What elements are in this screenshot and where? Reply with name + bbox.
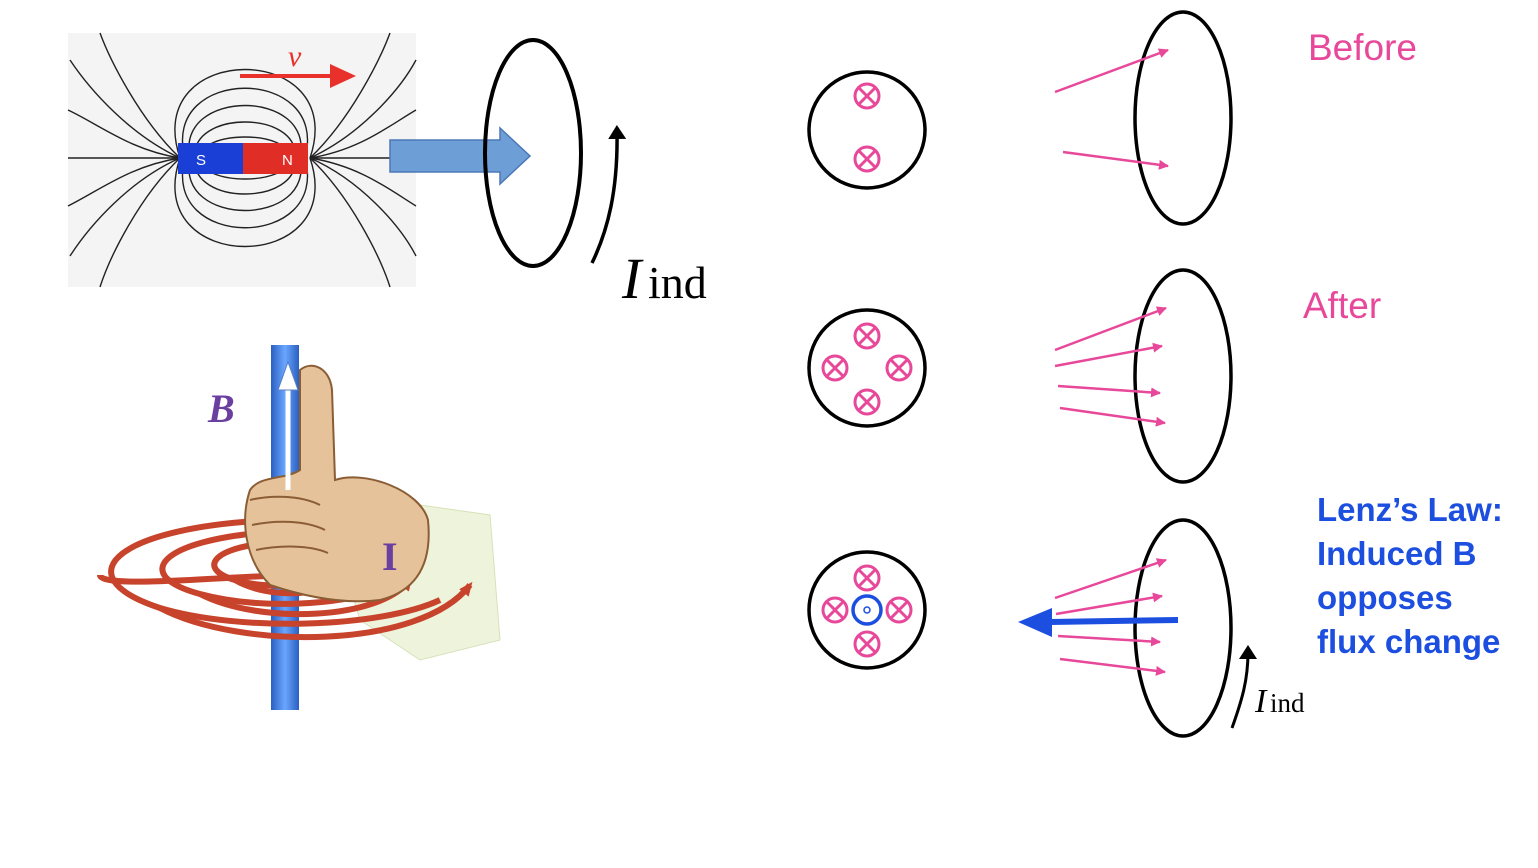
x-into-page-icon <box>853 82 881 173</box>
lenz-law-note: Lenz’s Law: Induced B opposes flux chang… <box>1317 488 1503 664</box>
lenz-line-4: flux change <box>1317 623 1501 660</box>
flux-arrows <box>1054 48 1169 170</box>
magnet-south-pole <box>178 143 243 174</box>
bar-magnet-figure: S N v <box>67 32 417 288</box>
after-flux-circle <box>807 308 927 428</box>
south-label: S <box>196 152 206 169</box>
right-hand-rule-figure: B I <box>97 345 501 710</box>
induced-current-arrow <box>590 125 627 264</box>
induced-loop <box>1018 518 1257 738</box>
dot-out-of-page-icon <box>851 594 883 626</box>
lenz-line-3: opposes <box>1317 579 1453 616</box>
induced-field-arrow <box>1049 617 1179 625</box>
hand-current-symbol: I <box>382 534 398 579</box>
induced-field-arrowhead-icon <box>1018 608 1052 637</box>
wire-loop-icon <box>1133 518 1233 738</box>
before-flux-circle <box>807 70 927 190</box>
lenz-line-1: Lenz’s Law: <box>1317 491 1503 528</box>
after-loop <box>1054 268 1233 484</box>
induced-flux-circle <box>807 550 927 670</box>
x-into-page-icon <box>821 564 913 658</box>
wire-loop-icon <box>1133 10 1233 226</box>
small-current-subscript: ind <box>1270 688 1305 718</box>
wire-loop-icon <box>1133 268 1233 484</box>
velocity-arrowhead-icon <box>330 64 356 88</box>
north-label: N <box>282 152 293 169</box>
before-loop <box>1054 10 1233 226</box>
field-symbol: B <box>207 386 235 431</box>
current-subscript: ind <box>648 257 707 308</box>
right-hand-icon <box>244 364 430 603</box>
induced-current-arrow <box>1230 645 1257 729</box>
flux-arrows <box>1054 558 1167 676</box>
field-arrowhead-icon <box>277 360 299 391</box>
field-lines-icon <box>67 32 417 288</box>
motion-arrow-icon <box>389 126 532 186</box>
after-label: After <box>1303 285 1381 326</box>
small-current-symbol: I <box>1254 683 1268 720</box>
before-label: Before <box>1308 27 1417 68</box>
magnet-north-pole <box>243 143 308 174</box>
current-symbol: I <box>621 246 644 311</box>
flux-arrows <box>1054 306 1167 427</box>
velocity-label: v <box>288 40 302 73</box>
lenz-line-2: Induced B <box>1317 535 1477 572</box>
x-into-page-icon <box>821 322 913 416</box>
wire-loop-icon <box>483 38 583 268</box>
